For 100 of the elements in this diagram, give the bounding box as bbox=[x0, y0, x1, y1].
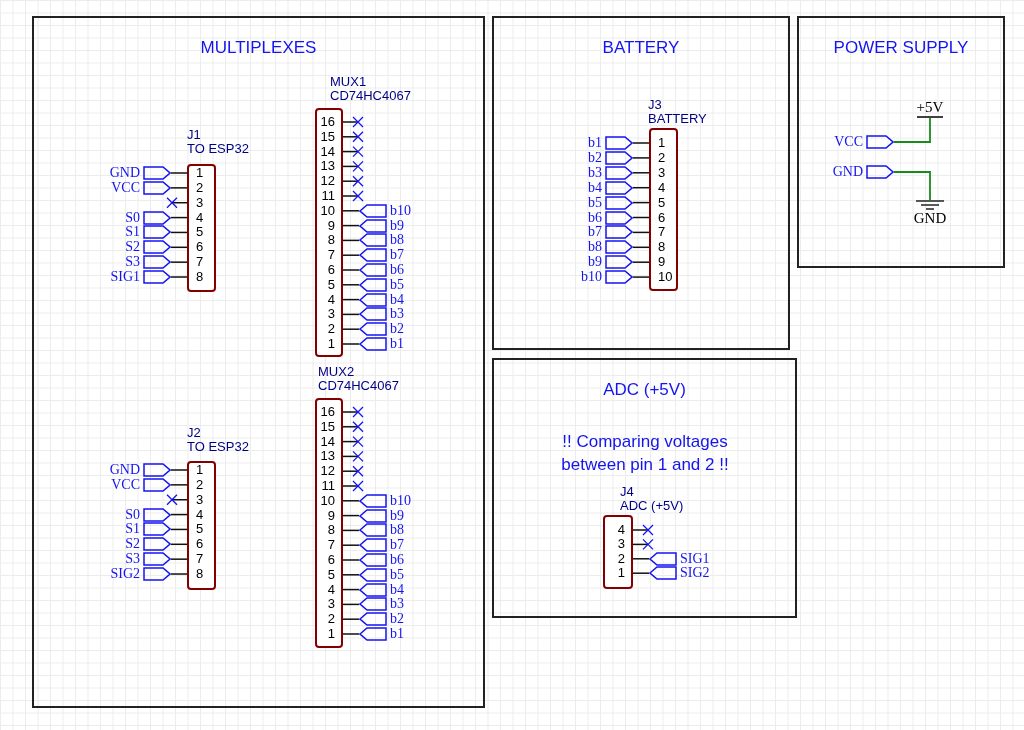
part-value: TO ESP32 bbox=[187, 142, 249, 156]
wire bbox=[170, 261, 188, 263]
pin-number: 13 bbox=[320, 159, 335, 174]
pin-number: 2 bbox=[196, 477, 204, 492]
pin-number: 5 bbox=[196, 225, 204, 240]
wire bbox=[342, 284, 360, 286]
net-label: b8 bbox=[359, 523, 431, 538]
pin-number: 13 bbox=[320, 449, 335, 464]
reference-designator: J3 bbox=[648, 98, 662, 112]
wire bbox=[342, 343, 360, 345]
pin-number: 5 bbox=[196, 522, 204, 537]
net-label: b8 bbox=[561, 240, 633, 255]
wire bbox=[170, 573, 188, 575]
net-label: b1 bbox=[561, 136, 633, 150]
part-value: CD74HC4067 bbox=[318, 379, 399, 393]
pin-number: 16 bbox=[320, 115, 335, 129]
net-label: b3 bbox=[359, 307, 431, 322]
net-label: b4 bbox=[359, 292, 431, 307]
net-label: b7 bbox=[359, 248, 431, 263]
section-frame bbox=[32, 16, 485, 708]
pin-number: 12 bbox=[320, 464, 335, 479]
wire bbox=[632, 157, 650, 159]
pin-number: 6 bbox=[327, 553, 335, 567]
pin-number: 2 bbox=[196, 180, 204, 195]
net-label: VCC bbox=[99, 180, 171, 195]
net-label: b6 bbox=[359, 263, 431, 277]
pin-number: 6 bbox=[327, 263, 335, 277]
section-frame bbox=[492, 16, 790, 350]
pin-number: 8 bbox=[658, 240, 666, 255]
wire bbox=[170, 187, 188, 189]
net-label: GND bbox=[99, 463, 171, 477]
pin-number: 15 bbox=[320, 129, 335, 144]
pin-number: 7 bbox=[196, 552, 204, 567]
pin-number: 1 bbox=[327, 627, 335, 641]
part-value: CD74HC4067 bbox=[330, 89, 411, 103]
wire bbox=[342, 559, 360, 561]
net-label: b9 bbox=[359, 218, 431, 233]
net-label: b1 bbox=[359, 337, 431, 351]
net-label: S2 bbox=[99, 537, 171, 552]
pin-number: 6 bbox=[196, 240, 204, 255]
wire bbox=[342, 328, 360, 330]
pin-number: 5 bbox=[327, 277, 335, 292]
reference-designator: MUX1 bbox=[330, 75, 367, 89]
net-label: SIG2 bbox=[99, 567, 171, 581]
section-title: ADC (+5V) bbox=[602, 380, 687, 400]
pin-number: 6 bbox=[196, 537, 204, 552]
pin-number: 3 bbox=[196, 492, 204, 507]
pin-number: 6 bbox=[658, 210, 666, 225]
part-value: TO ESP32 bbox=[187, 440, 249, 454]
net-label: S0 bbox=[99, 210, 171, 225]
section-frame bbox=[797, 16, 1005, 268]
pin-number: 4 bbox=[617, 523, 625, 537]
pin-number: 7 bbox=[658, 225, 666, 240]
wire bbox=[632, 276, 650, 278]
net-label: b5 bbox=[359, 277, 431, 292]
wire bbox=[342, 633, 360, 635]
wire bbox=[342, 574, 360, 576]
wire bbox=[342, 254, 360, 256]
net-label: b3 bbox=[561, 165, 633, 180]
wire bbox=[893, 117, 931, 143]
pin-number: 10 bbox=[320, 203, 335, 218]
net-label: b6 bbox=[561, 210, 633, 225]
pin-number: 2 bbox=[327, 322, 335, 337]
wire bbox=[632, 572, 650, 574]
net-label: SIG1 bbox=[99, 270, 171, 284]
reference-designator: J2 bbox=[187, 426, 201, 440]
pin-number: 1 bbox=[327, 337, 335, 351]
net-label: b4 bbox=[561, 180, 633, 195]
net-label: b6 bbox=[359, 553, 431, 567]
pin-number: 11 bbox=[321, 479, 335, 493]
section-title: POWER SUPPLY bbox=[832, 38, 970, 58]
net-label: SIG1 bbox=[649, 551, 721, 566]
pin-number: 9 bbox=[327, 508, 335, 523]
wire bbox=[893, 171, 931, 201]
net-label: b7 bbox=[561, 225, 633, 240]
wire bbox=[170, 558, 188, 560]
wire bbox=[170, 469, 188, 471]
net-label: b10 bbox=[561, 270, 633, 285]
net-label: b2 bbox=[359, 322, 431, 337]
wire bbox=[170, 484, 188, 486]
pin-number: 7 bbox=[327, 248, 335, 263]
pin-number: 5 bbox=[327, 567, 335, 582]
pin-number: 8 bbox=[327, 233, 335, 248]
pin-number: 4 bbox=[196, 210, 204, 225]
net-label: SIG2 bbox=[649, 566, 721, 581]
wire bbox=[342, 544, 360, 546]
wire bbox=[632, 172, 650, 174]
pin-number: 14 bbox=[320, 144, 335, 159]
net-label: S1 bbox=[99, 225, 171, 240]
part-value: ADC (+5V) bbox=[620, 499, 684, 513]
net-label: b2 bbox=[561, 150, 633, 165]
part-value: BATTERY bbox=[648, 112, 707, 126]
wire bbox=[632, 142, 650, 144]
pin-number: 4 bbox=[196, 507, 204, 522]
net-label: S1 bbox=[99, 522, 171, 537]
reference-designator: MUX2 bbox=[318, 365, 355, 379]
section-frame bbox=[492, 358, 797, 618]
pin-number: 1 bbox=[196, 166, 204, 180]
net-label: b2 bbox=[359, 612, 431, 627]
pin-number: 1 bbox=[658, 136, 666, 150]
